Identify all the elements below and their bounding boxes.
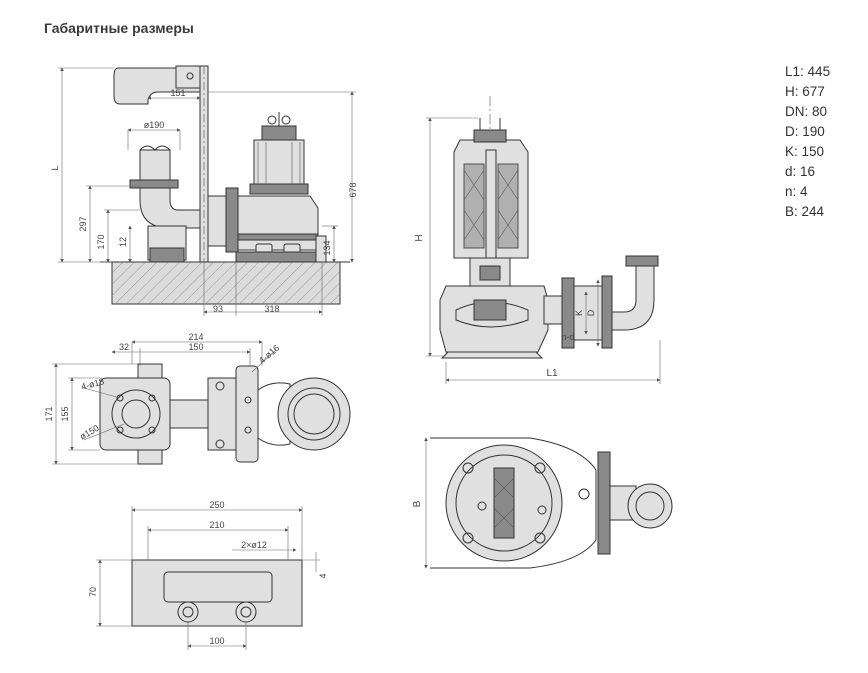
pump-motor: [253, 139, 305, 187]
dim-150: 150: [188, 342, 203, 352]
spec-l1: L1: 445: [785, 64, 831, 79]
spec-h: H: 677: [785, 84, 825, 99]
specs-list: L1: 445 H: 677 DN: 80 D: 190 K: 150 d: 1…: [785, 62, 830, 222]
dim-12: 12: [118, 237, 128, 247]
dim-214: 214: [188, 332, 203, 342]
dim-678: 678: [348, 182, 358, 197]
section-view: H L1 K D n-d: [414, 96, 661, 384]
pump-volute: [237, 195, 319, 251]
dim-155: 155: [60, 406, 70, 421]
dim-297: 297: [78, 216, 88, 231]
dim-n-d: n-d: [561, 332, 574, 342]
ground-hatch: [112, 262, 340, 304]
spec-d: D: 190: [785, 124, 825, 139]
spec-k: K: 150: [785, 144, 825, 159]
base-plate: [131, 559, 303, 627]
dim-l1: L1: [546, 368, 558, 379]
dim-o150: ø150: [78, 423, 101, 442]
dim-k: K: [574, 310, 584, 316]
dim-250: 250: [209, 500, 224, 510]
dim-4: 4: [318, 573, 328, 578]
dim-o190: ø190: [144, 120, 165, 130]
dim-134: 134: [322, 240, 332, 255]
plan-view: B: [412, 437, 673, 569]
pump-outlet-ring: [277, 377, 351, 451]
spec-d-small: d: 16: [785, 164, 816, 179]
side-view: L 297 170 12 678 134 151 ø190 93 318: [50, 65, 358, 316]
top-view: 214 32 150 4-ø16 171 155 4-ø18 ø150: [44, 332, 351, 465]
dim-210: 210: [209, 520, 224, 530]
dim-2o12: 2×ø12: [241, 540, 267, 550]
dim-318: 318: [264, 304, 279, 314]
spec-n: n: 4: [785, 184, 808, 199]
dim-b: B: [412, 500, 423, 507]
dim-h: H: [414, 234, 425, 241]
dim-100: 100: [209, 636, 224, 646]
dim-171: 171: [44, 406, 54, 421]
dim-170: 170: [96, 234, 106, 249]
dim-32: 32: [119, 342, 129, 352]
page-title: Габаритные размеры: [44, 20, 194, 36]
spec-dn: DN: 80: [785, 104, 828, 119]
dim-l: L: [50, 165, 60, 170]
dim-93: 93: [213, 304, 223, 314]
discharge-pipe: [139, 149, 171, 185]
dim-4o16: 4-ø16: [257, 343, 281, 366]
base-plate-view: 250 210 2×ø12 70 4 100: [88, 500, 328, 650]
dim-151: 151: [170, 88, 185, 98]
spec-b: B: 244: [785, 204, 825, 219]
dim-70: 70: [88, 587, 98, 597]
dim-d: D: [586, 309, 596, 316]
